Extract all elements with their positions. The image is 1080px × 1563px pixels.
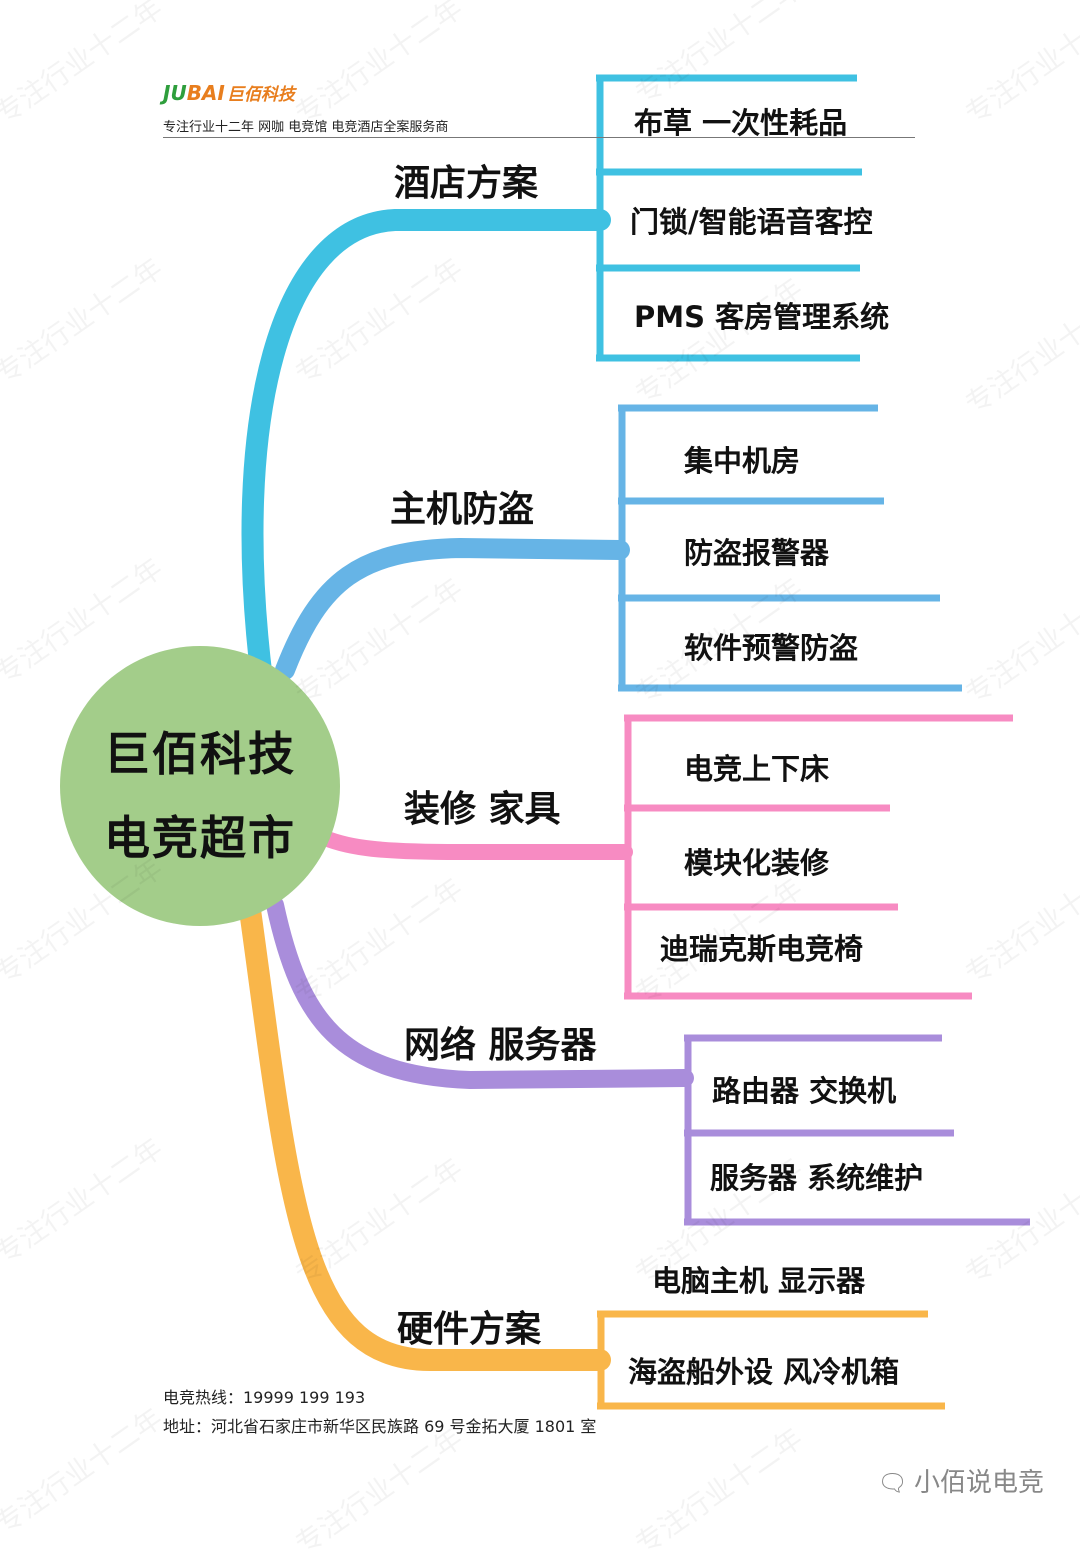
leaf-decor-3: 迪瑞克斯电竞椅 [660,932,864,966]
branch-curve-antitheft [275,537,630,680]
mindmap-canvas [60,74,1030,1410]
logo-chinese: 巨佰科技 [226,85,295,105]
tagline: 专注行业十二年 网咖 电竞馆 电竞酒店全案服务商 [163,120,449,135]
bracket-network [684,1034,1030,1226]
branch-label-antitheft: 主机防盗 [390,489,535,530]
leaf-network-1: 路由器 交换机 [712,1074,897,1108]
branch-curve-network [266,896,694,1090]
center-title-line2: 电竞超市 [104,811,296,865]
branch-label-network: 网络 服务器 [404,1025,597,1066]
leaf-hotel-1: 布草 一次性耗品 [634,106,848,140]
logo-latin-bai: BAI [186,81,225,105]
leaf-decor-2: 模块化装修 [684,846,830,880]
leaf-hardware-1: 电脑主机 显示器 [652,1264,866,1298]
center-title-line1: 巨佰科技 [104,727,296,781]
branch-label-decor: 装修 家具 [404,789,561,830]
branch-curve-hardware [239,899,611,1371]
leaf-decor-1: 电竞上下床 [684,752,830,786]
bracket-hotel [596,74,862,362]
branch-label-hotel: 酒店方案 [394,163,539,204]
leaf-antitheft-3: 软件预警防盗 [684,631,859,665]
branch-label-hardware: 硬件方案 [397,1309,542,1350]
leaf-hotel-3: PMS 客房管理系统 [634,300,890,334]
wechat-icon: 🗨 [877,1469,908,1497]
leaf-hotel-2: 门锁/智能语音客控 [630,205,873,239]
branch-curve-decor [317,830,633,860]
bracket-decor [624,714,1013,1000]
branch-curve-hotel [241,209,611,691]
bracket-antitheft [618,404,962,692]
wechat-account: 🗨小佰说电竞 [878,1462,1044,1499]
logo-latin-ju: JU [163,81,187,105]
footer-address: 地址：河北省石家庄市新华区民族路 69 号金拓大厦 1801 室 [163,1417,597,1436]
center-node [60,646,340,926]
header-rule [163,137,915,138]
leaf-antitheft-1: 集中机房 [684,444,801,478]
leaf-antitheft-2: 防盗报警器 [684,536,830,570]
wechat-account-name: 小佰说电竞 [913,1468,1044,1498]
leaf-hardware-2: 海盗船外设 风冷机箱 [628,1355,900,1389]
leaf-network-2: 服务器 系统维护 [710,1161,924,1195]
footer-hotline: 电竞热线：19999 199 193 [163,1388,366,1407]
bracket-hardware [597,1310,945,1410]
